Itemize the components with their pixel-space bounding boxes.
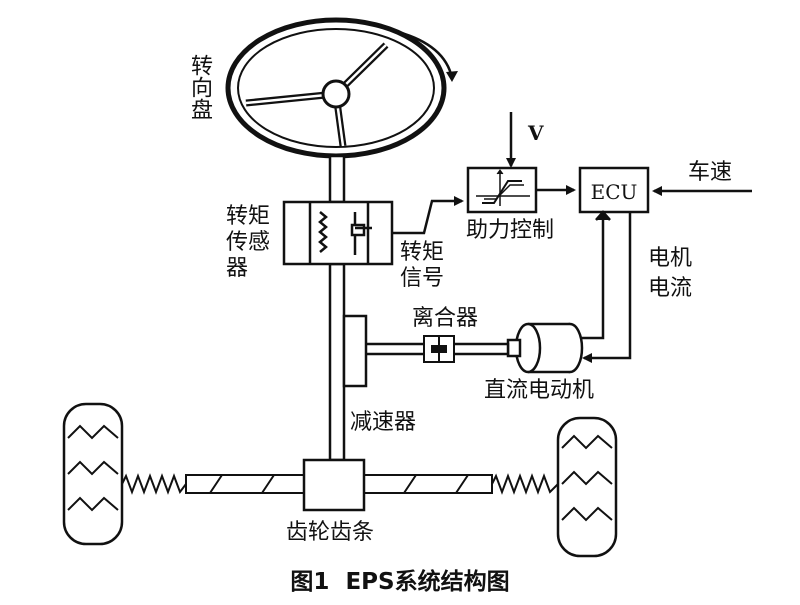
torque-signal-line — [392, 196, 464, 235]
clutch — [423, 335, 455, 363]
right-wheel — [556, 416, 618, 558]
figure-number: 图1 — [290, 569, 330, 595]
left-spring — [121, 473, 187, 495]
figure-caption: 图1 EPS系统结构图 — [0, 562, 800, 596]
rotation-arrow-icon — [397, 30, 458, 82]
torque-sensor-label: 转矩传感器 — [226, 204, 271, 281]
right-spring — [491, 473, 559, 495]
vehicle-speed-label: 车速 — [688, 160, 733, 185]
rack-pinion-block — [302, 458, 366, 512]
clutch-label: 离合器 — [412, 306, 479, 331]
reducer — [342, 314, 368, 388]
steering-wheel — [225, 17, 447, 159]
rack-pinion-label: 齿轮齿条 — [286, 520, 375, 545]
torque-signal-label: 转矩信号 — [400, 240, 445, 291]
reducer-label: 减速器 — [350, 410, 417, 435]
left-wheel — [62, 402, 124, 546]
steering-wheel-label: 转向盘 — [187, 54, 212, 120]
assist-control-label: 助力控制 — [466, 218, 555, 243]
assist-control-box — [466, 166, 538, 214]
dc-motor — [506, 322, 584, 374]
motor-current-lines — [578, 210, 632, 363]
v-label: V — [528, 121, 544, 145]
ecu-label: ECU — [590, 180, 638, 204]
dc-motor-label: 直流电动机 — [484, 378, 595, 403]
ecu-box — [578, 166, 650, 214]
torque-sensor-box — [282, 200, 394, 266]
motor-current-label: 电机电流 — [648, 246, 693, 301]
figure-title: EPS系统结构图 — [345, 569, 510, 595]
